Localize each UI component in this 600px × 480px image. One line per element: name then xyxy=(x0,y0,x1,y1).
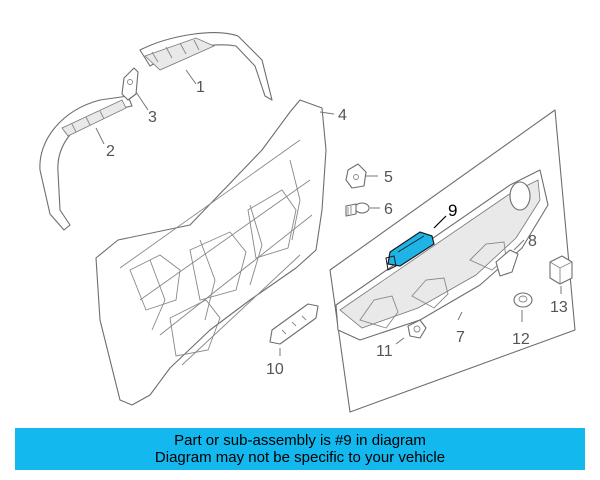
callouts: 1 2 3 4 5 6 7 8 9 10 11 12 13 xyxy=(106,79,568,378)
callout-2: 2 xyxy=(106,143,115,160)
callout-6: 6 xyxy=(384,201,393,218)
part-4-liftgate-panel xyxy=(95,99,327,406)
part-2-side-trim xyxy=(39,95,133,231)
callout-7: 7 xyxy=(456,329,465,346)
part-11-fastener xyxy=(407,319,427,339)
leader-lines xyxy=(95,69,562,356)
part-6-screw xyxy=(345,202,370,217)
callout-10: 10 xyxy=(266,361,284,378)
parts-diagram: 1 2 3 4 5 6 7 8 9 10 11 12 13 xyxy=(39,32,576,413)
part-13-cap xyxy=(549,255,573,285)
callout-3: 3 xyxy=(148,109,157,126)
callout-4: 4 xyxy=(338,107,347,124)
info-banner: Part or sub-assembly is #9 in diagram Di… xyxy=(15,428,585,470)
callout-5: 5 xyxy=(384,169,393,186)
callout-8: 8 xyxy=(528,233,537,250)
callout-1: 1 xyxy=(196,79,205,96)
part-1-upper-trim xyxy=(139,32,273,101)
callout-13: 13 xyxy=(550,299,568,316)
banner-line-2: Diagram may not be specific to your vehi… xyxy=(154,449,446,466)
callout-9: 9 xyxy=(448,201,457,220)
part-9-switch xyxy=(385,231,435,271)
part-7-garnish xyxy=(329,109,576,413)
part-10-bracket xyxy=(269,303,319,345)
part-12-grommet xyxy=(513,292,533,308)
part-8-clip xyxy=(495,249,519,277)
callout-11: 11 xyxy=(376,343,393,360)
part-3-clip xyxy=(121,67,139,101)
callout-12: 12 xyxy=(512,331,530,348)
banner-line-1: Part or sub-assembly is #9 in diagram xyxy=(174,432,426,449)
part-5-bracket xyxy=(345,163,367,189)
